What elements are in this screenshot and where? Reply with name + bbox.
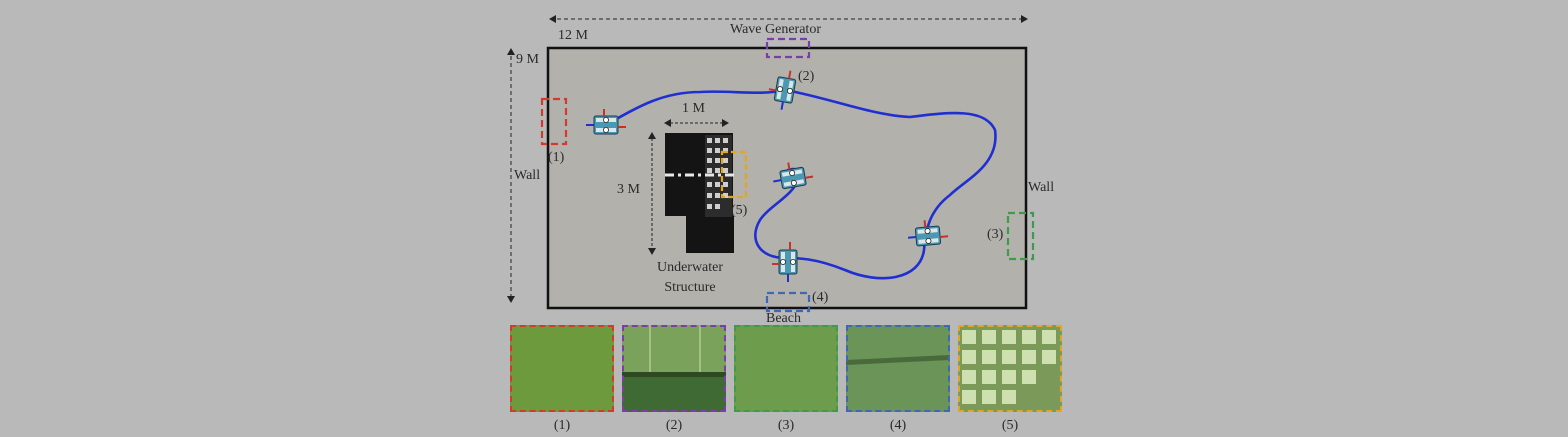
marker-3 <box>1006 211 1035 261</box>
width-dimension-label: 12 M <box>558 28 588 43</box>
marker-3-label: (3) <box>987 227 1004 242</box>
beach-label: Beach <box>766 311 801 326</box>
height-dimension-label: 9 M <box>516 52 539 67</box>
wall-left-label: Wall <box>514 168 541 183</box>
wall-right-label: Wall <box>1028 180 1055 195</box>
marker-5 <box>720 150 748 199</box>
robot-trajectory <box>604 88 997 280</box>
thumbnail-caption-2: (2) <box>665 418 683 433</box>
thumbnail-frame-3 <box>734 325 838 412</box>
structure-label-line1: Underwater <box>656 260 724 275</box>
structure-label-line2: Structure <box>664 280 716 295</box>
underwater-structure <box>665 133 735 253</box>
thumbnail-frame-2 <box>622 325 726 412</box>
marker-2-label: (2) <box>798 69 815 84</box>
thumbnail-caption-4: (4) <box>889 418 907 433</box>
thumbnail-images <box>510 325 1062 412</box>
wave-generator-label: Wave Generator <box>730 22 821 37</box>
marker-4-label: (4) <box>812 290 829 305</box>
thumbnail-frame-5 <box>958 325 1062 412</box>
thumbnail-caption-5: (5) <box>1001 418 1019 433</box>
thumbnail-frame-4 <box>846 325 950 412</box>
marker-1-label: (1) <box>548 150 565 165</box>
marker-1 <box>540 97 568 146</box>
thumbnail-frame-1 <box>510 325 614 412</box>
marker-2 <box>765 37 811 59</box>
thumbnail-caption-1: (1) <box>553 418 571 433</box>
structure-width-label: 1 M <box>682 101 705 116</box>
marker-4 <box>765 291 811 313</box>
thumbnail-caption-3: (3) <box>777 418 795 433</box>
marker-5-label: (5) <box>731 203 748 218</box>
structure-height-label: 3 M <box>617 182 640 197</box>
